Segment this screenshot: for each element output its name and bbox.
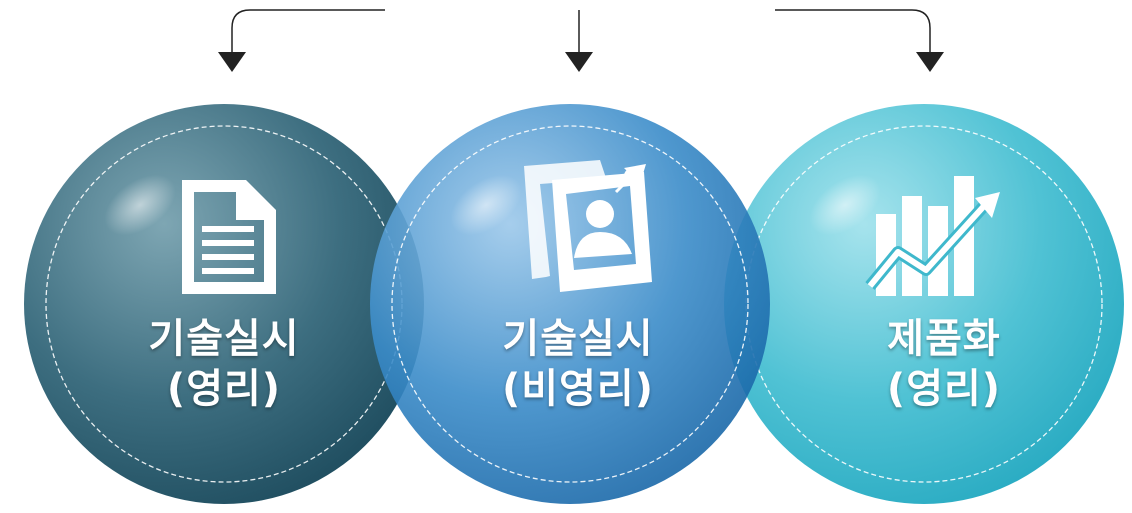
label-line1: 제품화 [887,316,1001,362]
label-line2: (영리) [166,366,282,412]
growth-chart-icon [865,176,1000,296]
label-productization: 제품화 (영리) [794,314,1094,414]
circle-licensing-nonprofit [370,104,770,504]
arrowheads [218,52,944,72]
label-line1: 기술실시 [502,316,654,362]
connector-right [775,9,931,52]
connector-left [231,9,385,52]
connector-lines [231,9,931,52]
arrowhead-middle [565,52,593,72]
label-licensing-profit: 기술실시 (영리) [74,314,374,414]
circle-productization [724,104,1124,504]
label-line1: 기술실시 [148,316,300,362]
label-line2: (영리) [886,366,1002,412]
photo-pin-icon [524,160,652,292]
arrowhead-left [218,52,246,72]
arrowhead-right [916,52,944,72]
label-line2: (비영리) [502,366,654,412]
label-licensing-nonprofit: 기술실시 (비영리) [428,314,728,414]
circle-licensing-profit [24,104,424,504]
document-icon [182,180,276,294]
